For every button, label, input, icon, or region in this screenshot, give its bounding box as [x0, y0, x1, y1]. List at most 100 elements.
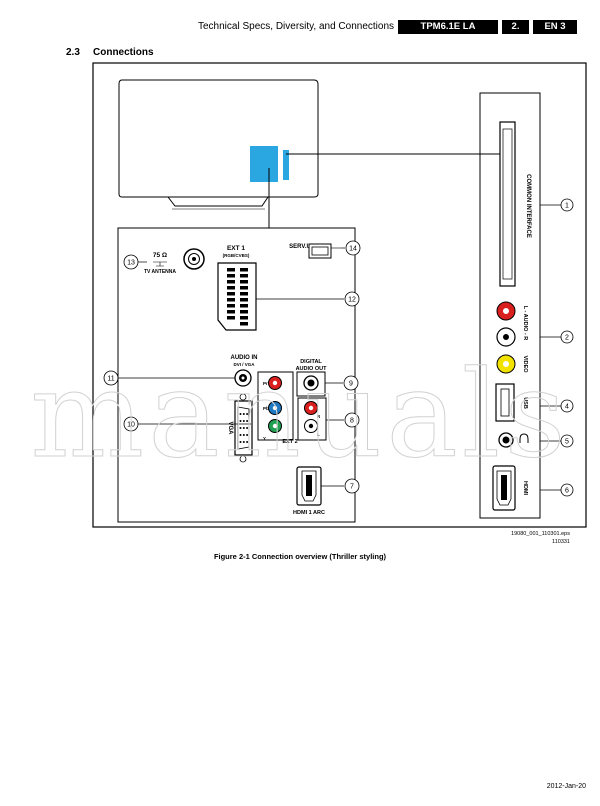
- callout-14: 14: [349, 246, 357, 253]
- callout-6-circle: [560, 483, 574, 497]
- scart-pin: [227, 280, 235, 284]
- common-interface-slot: [499, 121, 516, 287]
- callout-10-circle: [123, 416, 139, 432]
- vga-pins: [239, 413, 249, 443]
- scart-pin: [240, 268, 248, 272]
- callout-leaders: [118, 204, 561, 491]
- scart-pin: [240, 316, 248, 320]
- vga-pin: [246, 427, 249, 429]
- scart-pin: [240, 310, 248, 314]
- service-connector: [308, 243, 332, 259]
- scart-pin: [240, 280, 248, 284]
- callout-11: 11: [107, 376, 114, 383]
- scart-pin: [227, 310, 235, 314]
- common-interface-label: COMMON INTERFACE: [525, 174, 531, 238]
- vga-label: VGA: [227, 421, 233, 435]
- callout-2: 2: [565, 335, 569, 342]
- r-label: R: [317, 414, 321, 419]
- section-number: 2.3: [66, 47, 80, 58]
- side-hdmi-label: HDMI: [522, 481, 528, 496]
- tv-back-outline: [118, 79, 319, 198]
- header-title: Technical Specs, Diversity, and Connecti…: [198, 21, 395, 32]
- callout-14-circle: [345, 240, 361, 256]
- tv-stand: [167, 196, 269, 207]
- vga-pin: [239, 441, 242, 443]
- scart-pin: [240, 274, 248, 278]
- ext1-label: EXT 1: [227, 245, 245, 252]
- vga-pin: [242, 413, 245, 415]
- callout-9: 9: [349, 381, 353, 388]
- vga-pin: [246, 441, 249, 443]
- footer-date: 2012-Jan-20: [546, 783, 586, 790]
- vga-pin: [246, 420, 249, 422]
- connector-area-highlight: [250, 146, 278, 182]
- servu-label: SERV.U: [289, 244, 311, 250]
- headphone-icon: [519, 433, 529, 443]
- scart-pins: [227, 268, 248, 326]
- callout-7-circle: [344, 478, 360, 494]
- ext2-label: EXT 2: [282, 439, 297, 445]
- callout-13: 13: [127, 260, 135, 267]
- ext1-sub-label: (RGB/CVBS): [223, 253, 250, 258]
- callout-8: 8: [350, 418, 354, 425]
- ext2-component-box: [257, 371, 294, 441]
- pb-label: Pb: [263, 406, 269, 411]
- chapter-badge: 2.: [502, 20, 529, 34]
- vga-pin: [239, 413, 242, 415]
- scart-pin: [227, 316, 235, 320]
- callout-6: 6: [565, 488, 569, 495]
- scart-pin: [227, 292, 235, 296]
- side-connector-panel: [479, 92, 541, 519]
- callout-4: 4: [565, 404, 569, 411]
- model-badge: TPM6.1E LA: [398, 20, 498, 34]
- vga-pin: [239, 420, 242, 422]
- antenna-symbol-icon: [153, 261, 167, 267]
- scart-pin: [227, 304, 235, 308]
- usb-label: USB: [522, 397, 528, 409]
- callout-13-circle: [123, 254, 139, 270]
- callout-5-circle: [560, 434, 574, 448]
- scart-pin: [240, 322, 248, 326]
- y-label: Y: [263, 436, 266, 441]
- digital-label-2: AUDIO OUT: [296, 366, 328, 372]
- callout-5: 5: [565, 439, 569, 446]
- callout-10: 10: [127, 422, 135, 429]
- usb-port: [495, 383, 515, 422]
- callout-12-circle: [344, 291, 360, 307]
- ext2-audio-box: [297, 397, 327, 441]
- vga-pin: [242, 441, 245, 443]
- callout-8-circle: [344, 412, 360, 428]
- callout-4-circle: [560, 399, 574, 413]
- vga-pin: [239, 427, 242, 429]
- figure-code: 110331: [552, 539, 570, 545]
- page-badge: EN 3: [533, 20, 577, 34]
- callout-2-circle: [560, 330, 574, 344]
- vga-pin: [239, 434, 242, 436]
- rear-connector-panel: [117, 227, 356, 523]
- figure-file-name: 19080_001_110301.eps: [511, 531, 570, 537]
- scart-pin: [227, 268, 235, 272]
- vga-pin: [242, 427, 245, 429]
- callout-12: 12: [348, 297, 356, 304]
- video-label: VIDEO: [522, 355, 528, 373]
- callout-11-circle: [103, 370, 119, 386]
- vga-pin: [242, 434, 245, 436]
- scart-pin: [227, 274, 235, 278]
- figure-frame: [92, 62, 587, 528]
- scart-connector: [217, 262, 257, 331]
- antenna-ohm-label: 75 Ω: [153, 252, 167, 259]
- vga-pin: [246, 434, 249, 436]
- audio-in-label: AUDIO IN: [231, 355, 258, 361]
- vga-pin: [246, 413, 249, 415]
- tv-antenna-label: TV ANTENNA: [144, 269, 176, 275]
- pr-label: Pr: [263, 381, 268, 386]
- scart-pin: [227, 298, 235, 302]
- callout-1: 1: [565, 203, 569, 210]
- scart-pin: [240, 286, 248, 290]
- vga-pin: [242, 420, 245, 422]
- scart-pin: [240, 298, 248, 302]
- section-title: Connections: [93, 47, 154, 58]
- audio-in-sub-label: DVI / VGA: [233, 362, 255, 367]
- callout-9-circle: [343, 375, 359, 391]
